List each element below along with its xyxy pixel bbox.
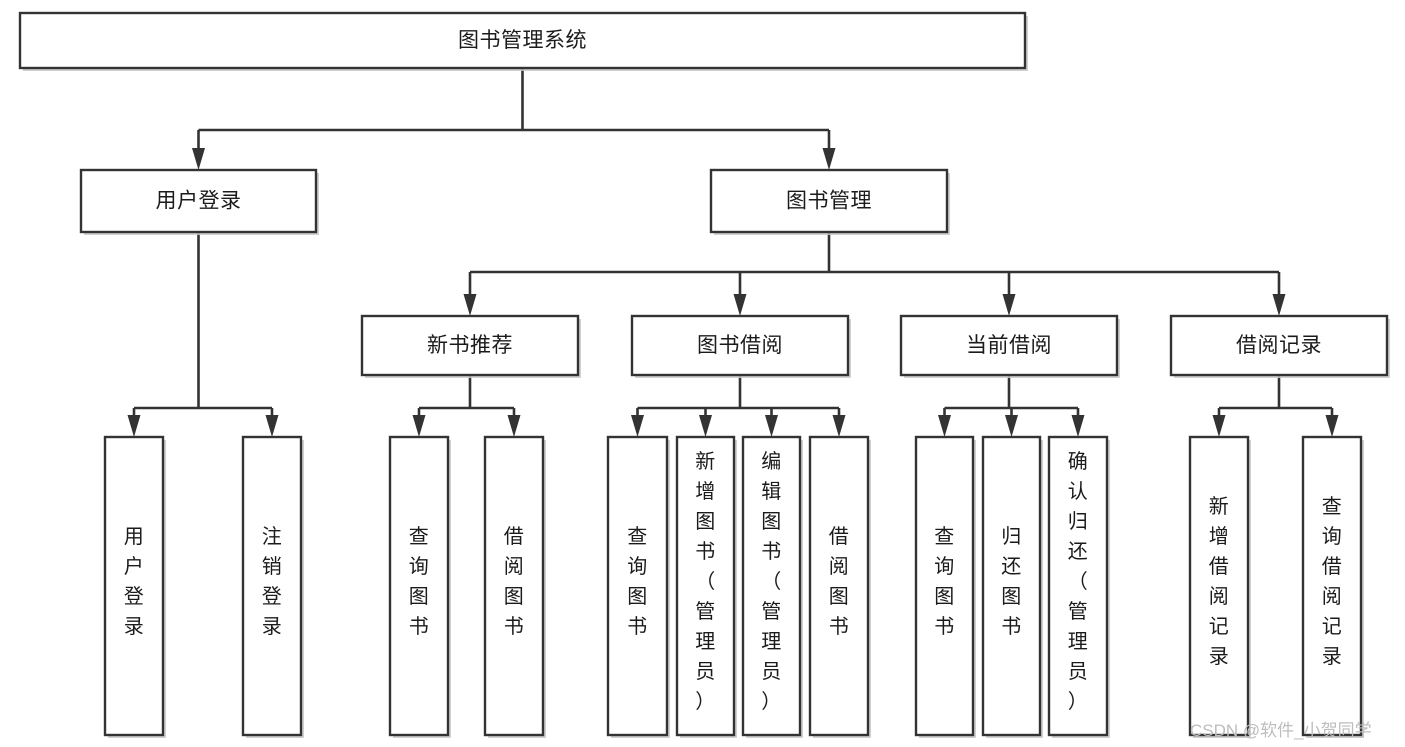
node-book-borrow[interactable]: 图书借阅: [630, 314, 851, 378]
edge-layer: [127, 68, 1339, 437]
node-leaf-borrow-book-2[interactable]: 借阅图书: [808, 435, 871, 738]
node-leaf-query-book-1[interactable]: 查询图书: [388, 435, 451, 738]
node-label: 用户登录: [156, 190, 242, 213]
arrowhead-icon: [1212, 415, 1226, 437]
node-box[interactable]: [675, 435, 736, 737]
arrowhead-icon: [412, 415, 426, 437]
node-label: 编辑图书（管理员）: [761, 450, 782, 713]
node-leaf-add-record[interactable]: 新增借阅记录: [1188, 435, 1251, 738]
arrowhead-icon: [192, 148, 205, 170]
node-label: 查询借阅记录: [1322, 495, 1343, 668]
edge-group-book-borrow: [631, 375, 846, 437]
node-box[interactable]: [1169, 314, 1389, 377]
node-box[interactable]: [18, 11, 1027, 70]
node-leaf-add-book[interactable]: 新增图书（管理员）: [675, 435, 737, 738]
node-leaf-borrow-book-1[interactable]: 借阅图书: [483, 435, 546, 738]
arrowhead-icon: [127, 415, 141, 437]
node-box[interactable]: [709, 168, 949, 234]
node-box[interactable]: [914, 435, 975, 737]
arrowhead-icon: [1325, 415, 1339, 437]
node-box[interactable]: [630, 314, 850, 377]
node-leaf-query-book-2[interactable]: 查询图书: [606, 435, 670, 738]
arrowhead-icon: [265, 415, 279, 437]
arrowhead-icon: [1071, 415, 1085, 437]
node-leaf-query-record[interactable]: 查询借阅记录: [1301, 435, 1364, 738]
arrowhead-icon: [507, 415, 521, 437]
node-book-manage[interactable]: 图书管理: [709, 168, 950, 235]
node-box[interactable]: [1301, 435, 1363, 737]
node-box[interactable]: [360, 314, 580, 377]
node-leaf-user-login[interactable]: 用户登录: [103, 435, 166, 738]
edge-group-borrow-record: [1212, 375, 1339, 437]
node-root[interactable]: 图书管理系统: [18, 11, 1028, 71]
node-current-borrow[interactable]: 当前借阅: [899, 314, 1120, 378]
node-box[interactable]: [981, 435, 1042, 737]
node-new-book-rec[interactable]: 新书推荐: [360, 314, 581, 378]
node-leaf-confirm-return[interactable]: 确认归还（管理员）: [1047, 435, 1110, 738]
node-label: 借阅图书: [504, 525, 525, 638]
node-leaf-edit-book[interactable]: 编辑图书（管理员）: [741, 435, 803, 738]
edge-group-book-manage: [463, 232, 1286, 316]
node-box[interactable]: [79, 168, 318, 234]
node-box[interactable]: [808, 435, 870, 737]
arrowhead-icon: [631, 415, 644, 437]
node-layer: 图书管理系统用户登录图书管理新书推荐图书借阅当前借阅借阅记录用户登录注销登录查询…: [18, 11, 1390, 738]
node-label: 图书借阅: [697, 334, 783, 357]
node-box[interactable]: [103, 435, 165, 737]
arrowhead-icon: [938, 415, 951, 437]
arrowhead-icon: [733, 294, 747, 316]
node-borrow-record[interactable]: 借阅记录: [1169, 314, 1390, 378]
arrowhead-icon: [463, 294, 477, 316]
node-label: 图书管理系统: [458, 29, 587, 52]
edge-group-new-book-rec: [412, 375, 521, 437]
node-label: 用户登录: [124, 526, 145, 638]
node-label: 新增借阅记录: [1209, 495, 1230, 668]
node-box[interactable]: [388, 435, 450, 737]
arrowhead-icon: [1002, 294, 1016, 316]
arrowhead-icon: [1272, 294, 1286, 316]
node-leaf-query-book-3[interactable]: 查询图书: [914, 435, 976, 738]
node-label: 当前借阅: [966, 334, 1052, 357]
node-box[interactable]: [1188, 435, 1250, 737]
node-leaf-return-book[interactable]: 归还图书: [981, 435, 1043, 738]
edge-group-root: [192, 68, 836, 170]
node-box[interactable]: [483, 435, 545, 737]
node-leaf-logout[interactable]: 注销登录: [241, 435, 304, 738]
node-label: 图书管理: [786, 190, 872, 213]
arrowhead-icon: [1005, 415, 1018, 437]
arrowhead-icon: [765, 415, 778, 437]
node-label: 查询图书: [627, 525, 648, 638]
csdn-watermark: CSDN @软件_小贺同学: [1190, 721, 1372, 740]
node-label: 归还图书: [1001, 525, 1022, 638]
node-label: 查询图书: [409, 525, 430, 638]
node-box[interactable]: [741, 435, 802, 737]
node-user-login[interactable]: 用户登录: [79, 168, 319, 235]
edge-group-current-borrow: [938, 375, 1085, 437]
arrowhead-icon: [822, 148, 836, 170]
arrowhead-icon: [832, 415, 846, 437]
arrowhead-icon: [699, 415, 712, 437]
node-label: 确认归还（管理员）: [1068, 450, 1089, 713]
node-label: 借阅记录: [1236, 334, 1322, 357]
node-box[interactable]: [606, 435, 669, 737]
edge-group-user-login: [127, 232, 279, 437]
node-label: 查询图书: [934, 525, 955, 638]
node-label: 借阅图书: [829, 525, 850, 638]
node-label: 注销登录: [262, 525, 283, 638]
node-label: 新增图书（管理员）: [695, 450, 716, 713]
node-box[interactable]: [241, 435, 303, 737]
node-box[interactable]: [1047, 435, 1109, 737]
node-box[interactable]: [899, 314, 1119, 377]
node-label: 新书推荐: [427, 334, 513, 357]
